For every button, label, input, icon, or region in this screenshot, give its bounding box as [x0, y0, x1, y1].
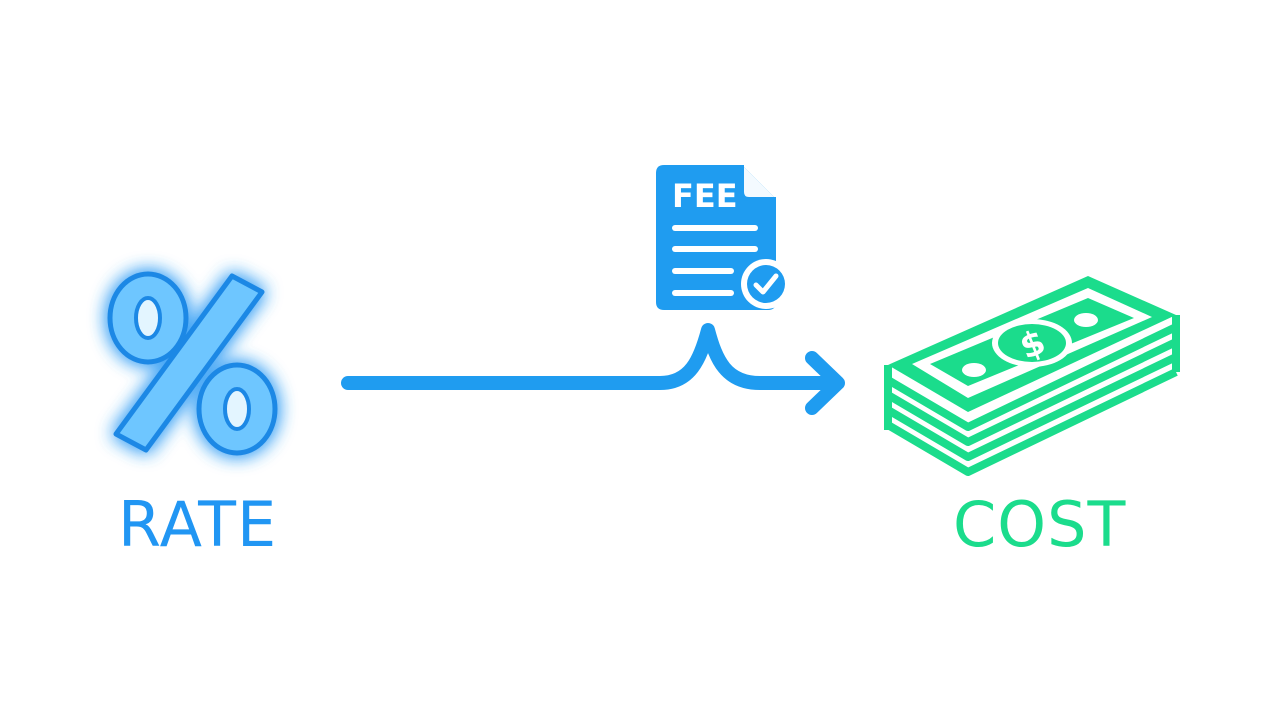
fee-label: FEE — [672, 177, 738, 215]
rate-label: RATE — [118, 488, 278, 561]
percent-icon — [107, 271, 278, 456]
document-check-icon — [656, 165, 791, 310]
money-stack-icon: $ — [884, 276, 1180, 476]
arrow-right-icon — [341, 323, 845, 415]
cost-label: COST — [953, 488, 1127, 561]
